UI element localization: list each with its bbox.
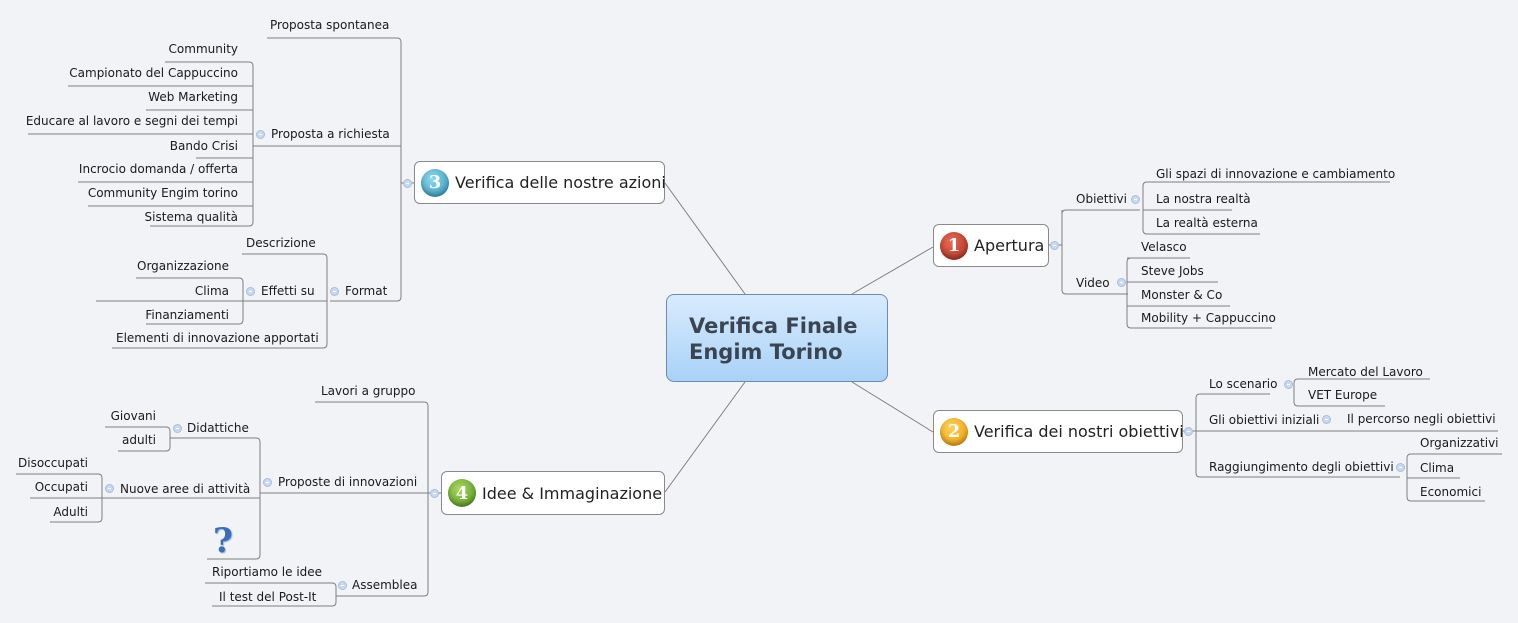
collapse-scenario-icon[interactable] [1284,380,1293,389]
collapse-idee-icon[interactable] [430,489,439,498]
leaf[interactable]: Educare al lavoro e segni dei tempi [25,114,238,128]
collapse-assemblea-icon[interactable] [338,581,347,590]
collapse-didattiche-icon[interactable] [173,424,182,433]
leaf[interactable]: Community Engim torino [87,186,238,200]
question-mark-icon: ? [213,521,233,561]
leaf[interactable]: Gli spazi di innovazione e cambiamento [1156,167,1396,181]
topic-label: Verifica delle nostre azioni [455,173,666,192]
leaf[interactable]: Riportiamo le idee [212,565,323,579]
topic-idee[interactable]: 4 Idee & Immaginazione [441,471,665,515]
leaf[interactable]: Organizzativi [1420,436,1499,450]
collapse-richiesta-icon[interactable] [256,130,265,139]
collapse-obiettivi-sub-icon[interactable] [1131,195,1140,204]
collapse-iniziali-icon[interactable] [1322,415,1331,424]
topic-label: Idee & Immaginazione [482,483,663,503]
subtopic-lavori-gruppo[interactable]: Lavori a gruppo [321,384,416,398]
subtopic-obiettivi[interactable]: Obiettivi [1076,192,1127,206]
leaf[interactable]: Community [168,42,238,56]
subtopic-video[interactable]: Video [1076,276,1110,290]
collapse-proposte-icon[interactable] [263,478,272,487]
topic-verifica-azioni[interactable]: 3 Verifica delle nostre azioni [414,161,666,204]
number-4-icon: 4 [448,479,476,507]
central-topic[interactable]: Verifica Finale Engim Torino [666,294,888,382]
leaf[interactable]: Il percorso negli obiettivi [1347,412,1496,426]
leaf[interactable]: Organizzazione [137,259,229,273]
number-3-icon: 3 [421,168,449,197]
subtopic-proposta-richiesta[interactable]: Proposta a richiesta [271,127,390,141]
leaf[interactable]: Sistema qualità [144,210,238,224]
leaf[interactable]: VET Europe [1308,388,1378,402]
collapse-raggiungimento-icon[interactable] [1396,463,1405,472]
leaf[interactable]: Occupati [34,480,88,494]
leaf[interactable]: Disoccupati [18,456,88,470]
leaf[interactable]: Descrizione [246,236,316,250]
leaf[interactable]: Campionato del Cappuccino [69,66,238,80]
subtopic-effetti-su[interactable]: Effetti su [261,284,315,298]
subtopic-format[interactable]: Format [345,284,388,298]
leaf[interactable]: Velasco [1141,240,1187,254]
leaf[interactable]: Adulti [53,505,88,519]
subtopic-nuove-aree[interactable]: Nuove aree di attività [120,482,251,496]
subtopic-didattiche[interactable]: Didattiche [187,421,249,435]
leaf[interactable]: Giovani [110,409,156,423]
leaf[interactable]: Incrocio domanda / offerta [78,162,238,176]
leaf[interactable]: Elementi di innovazione apportati [116,331,319,345]
leaf[interactable]: Monster & Co [1141,288,1223,302]
leaf[interactable]: Clima [194,284,229,298]
collapse-nuove-icon[interactable] [105,484,114,493]
leaf[interactable]: Mercato del Lavoro [1308,365,1423,379]
collapse-apertura-icon[interactable] [1050,241,1059,250]
subtopic-lo-scenario[interactable]: Lo scenario [1209,377,1278,391]
topic-label: Apertura [974,236,1045,255]
leaf[interactable]: La nostra realtà [1156,192,1251,206]
subtopic-obiettivi-iniziali[interactable]: Gli obiettivi iniziali [1209,413,1320,427]
topic-apertura[interactable]: 1 Apertura [933,224,1049,267]
leaf[interactable]: Finanziamenti [145,308,229,322]
central-topic-title: Verifica Finale Engim Torino [689,314,858,364]
subtopic-assemblea[interactable]: Assemblea [352,578,418,592]
leaf[interactable]: adulti [122,433,156,447]
topic-verifica-obiettivi[interactable]: 2 Verifica dei nostri obiettivi [933,410,1184,453]
collapse-obiettivi-icon[interactable] [1184,427,1193,436]
collapse-format-icon[interactable] [330,287,339,296]
leaf[interactable]: Economici [1420,485,1482,499]
leaf[interactable]: Clima [1420,461,1455,475]
leaf[interactable]: La realtà esterna [1156,216,1258,230]
leaf[interactable]: Web Marketing [148,90,238,104]
collapse-effetti-icon[interactable] [246,287,255,296]
topic-label: Verifica dei nostri obiettivi [974,422,1184,441]
leaf[interactable]: Il test del Post-It [219,590,317,604]
number-1-icon: 1 [940,231,968,260]
subtopic-proposte-innovazioni[interactable]: Proposte di innovazioni [278,475,418,489]
number-2-icon: 2 [940,417,968,446]
leaf[interactable]: Steve Jobs [1141,264,1204,278]
leaf[interactable]: Mobility + Cappuccino [1141,311,1276,325]
leaf[interactable]: Bando Crisi [169,139,238,153]
collapse-azioni-icon[interactable] [403,179,412,188]
collapse-video-icon[interactable] [1117,278,1126,287]
subtopic-raggiungimento[interactable]: Raggiungimento degli obiettivi [1209,460,1394,474]
subtopic-proposta-spontanea[interactable]: Proposta spontanea [270,18,390,32]
